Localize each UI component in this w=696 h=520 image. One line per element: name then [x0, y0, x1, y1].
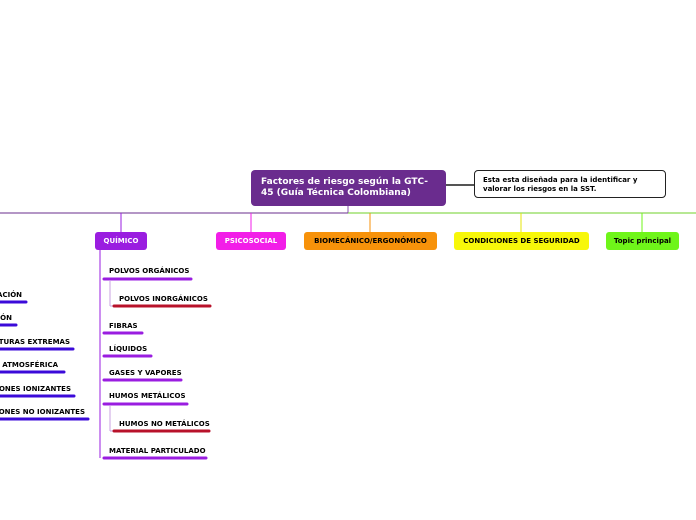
- topic-liquidos[interactable]: LÍQUIDOS: [109, 345, 148, 353]
- note-text: Esta esta diseñada para la identificar y…: [483, 176, 638, 193]
- branch-biomecanico[interactable]: BIOMECÁNICO/ERGONÓMICO: [304, 232, 437, 250]
- branch-quimico[interactable]: QUÍMICO: [95, 232, 147, 250]
- root-topic[interactable]: Factores de riesgo según la GTC-45 (Guía…: [251, 170, 446, 206]
- topic-fisico-4[interactable]: N ATMOSFÉRICA: [0, 361, 58, 369]
- topic-fibras[interactable]: FIBRAS: [109, 322, 138, 330]
- branch-psicosocial[interactable]: PSICOSOCIAL: [216, 232, 286, 250]
- topic-humos-no-metalicos[interactable]: HUMOS NO METÁLICOS: [119, 420, 210, 428]
- topic-material-particulado[interactable]: MATERIAL PARTICULADO: [109, 447, 206, 455]
- branch-topic-principal[interactable]: Topic principal: [606, 232, 679, 250]
- topic-humos-metalicos[interactable]: HUMOS METÁLICOS: [109, 392, 186, 400]
- topic-fisico-3[interactable]: ATURAS EXTREMAS: [0, 338, 70, 346]
- topic-polvos-organicos[interactable]: POLVOS ORGÁNICOS: [109, 267, 190, 275]
- description-note[interactable]: Esta esta diseñada para la identificar y…: [474, 170, 666, 198]
- root-title: Factores de riesgo según la GTC-45 (Guía…: [261, 177, 429, 198]
- topic-fisico-2[interactable]: IÓN: [0, 314, 12, 322]
- topic-fisico-6[interactable]: IONES NO IONIZANTES: [0, 408, 85, 416]
- branch-condiciones-seguridad[interactable]: CONDICIONES DE SEGURIDAD: [454, 232, 589, 250]
- topic-fisico-5[interactable]: IONES IONIZANTES: [0, 385, 71, 393]
- topic-polvos-inorganicos[interactable]: POLVOS INORGÁNICOS: [119, 295, 208, 303]
- topic-fisico-1[interactable]: ACIÓN: [0, 291, 22, 299]
- topic-gases-vapores[interactable]: GASES Y VAPORES: [109, 369, 182, 377]
